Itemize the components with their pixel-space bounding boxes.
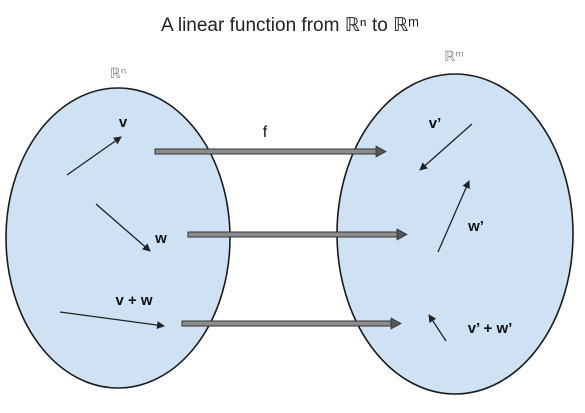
domain-space-label: ℝⁿ <box>110 66 127 82</box>
domain-set-ellipse <box>5 87 231 389</box>
vector-w-prime-label: w’ <box>467 218 484 235</box>
vector-v-plus-w-arrow <box>59 311 165 330</box>
vector-v-plus-w-label: v + w <box>115 292 152 309</box>
vector-v-prime-plus-w-prime-arrow <box>428 314 447 342</box>
vector-w-arrow <box>95 203 151 252</box>
diagram-title: A linear function from ℝⁿ to ℝᵐ <box>161 15 419 36</box>
map-f-label: f <box>263 124 268 141</box>
mapping-arrow-w <box>187 228 408 241</box>
vector-v-prime-plus-w-prime-label: v’ + w’ <box>468 320 513 337</box>
mapping-arrow-v <box>154 145 387 158</box>
vector-v-label: v <box>119 114 128 131</box>
vector-w-label: w <box>154 230 167 247</box>
mapping-arrow-v-plus-w <box>181 317 402 330</box>
vector-v-prime-label: v’ <box>429 115 442 132</box>
vector-w-prime-arrow <box>437 180 470 253</box>
vector-v-arrow <box>66 136 122 176</box>
codomain-space-label: ℝᵐ <box>444 49 464 65</box>
vector-v-prime-arrow <box>419 123 473 171</box>
